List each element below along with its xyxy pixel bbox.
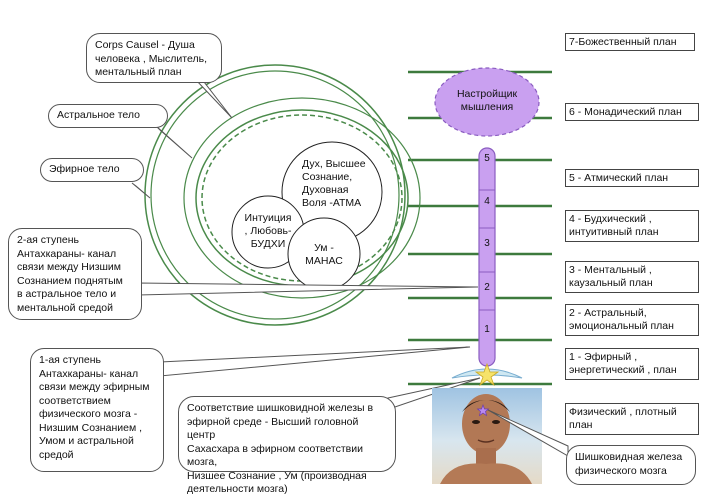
right-eye bbox=[492, 420, 500, 424]
spine-number-3: 3 bbox=[484, 238, 490, 249]
callout-antahkarana-stage-2: 2-ая ступень Антахкараны- канал связи ме… bbox=[8, 228, 142, 320]
plane-4-label: 4 - Будхический , интуитивный план bbox=[565, 210, 699, 242]
plane-physical-label: Физический , плотный план bbox=[565, 403, 699, 435]
pointer-etheric bbox=[131, 182, 151, 199]
spine-number-5: 5 bbox=[484, 153, 490, 164]
pointer-stage2 bbox=[137, 282, 479, 296]
mind-circle-label: Ум - МАНАС bbox=[305, 242, 343, 267]
plane-6-label: 6 - Монадический план bbox=[565, 103, 699, 121]
antahkarana-spine bbox=[434, 67, 540, 367]
sahasrara-star-icon bbox=[474, 362, 500, 387]
face-illustration bbox=[440, 394, 532, 484]
callout-etheric-pineal: Соответствие шишковидной железы в эфирно… bbox=[178, 396, 396, 494]
callout-astral-body: Астральное тело bbox=[48, 104, 168, 128]
spirit-circle-label: Дух, Высшее Сознание, Духовная Воля -АТМ… bbox=[302, 158, 366, 209]
thought-adjuster-label: Настройщик мышления bbox=[456, 88, 518, 113]
spine-number-2: 2 bbox=[484, 282, 490, 293]
plane-5-label: 5 - Атмический план bbox=[565, 169, 699, 187]
plane-2-label: 2 - Астральный, эмоциональный план bbox=[565, 304, 699, 336]
etheric-body-inner bbox=[150, 70, 400, 320]
face-photo bbox=[432, 388, 542, 484]
head-shape bbox=[462, 394, 510, 454]
callout-pointers bbox=[131, 79, 479, 377]
spine-number-4: 4 bbox=[484, 196, 490, 207]
pointer-astral bbox=[155, 125, 193, 159]
plane-3-label: 3 - Ментальный , каузальный план bbox=[565, 261, 699, 293]
plane-1-label: 1 - Эфирный , энергетический , план bbox=[565, 348, 699, 380]
etheric-body-outer bbox=[144, 64, 406, 326]
pineal-star-icon bbox=[476, 404, 490, 417]
callout-antahkarana-stage-1: 1-ая ступень Антахкараны- канал связи ме… bbox=[30, 348, 164, 472]
pointer-stage1 bbox=[159, 346, 471, 377]
plane-7-label: 7-Божественный план bbox=[565, 33, 695, 51]
callout-etheric-body: Эфирное тело bbox=[40, 158, 144, 182]
intuition-circle-label: Интуиция , Любовь- БУДХИ bbox=[244, 212, 292, 250]
left-eye bbox=[472, 420, 480, 424]
callout-corps-causel: Corps Causel - Душа человека , Мыслитель… bbox=[86, 33, 222, 83]
thought-adjuster-ellipse bbox=[434, 67, 540, 137]
astral-body bbox=[183, 97, 421, 299]
shoulders-shape bbox=[440, 463, 532, 484]
causal-body-dashed bbox=[201, 114, 403, 282]
callout-physical-pineal: Шишковидная железа физического мозга bbox=[566, 445, 696, 485]
pointer-corps-causel bbox=[194, 79, 233, 119]
neck-shape bbox=[476, 448, 496, 464]
hair-shape bbox=[462, 400, 510, 412]
spine-number-1: 1 bbox=[484, 324, 490, 335]
